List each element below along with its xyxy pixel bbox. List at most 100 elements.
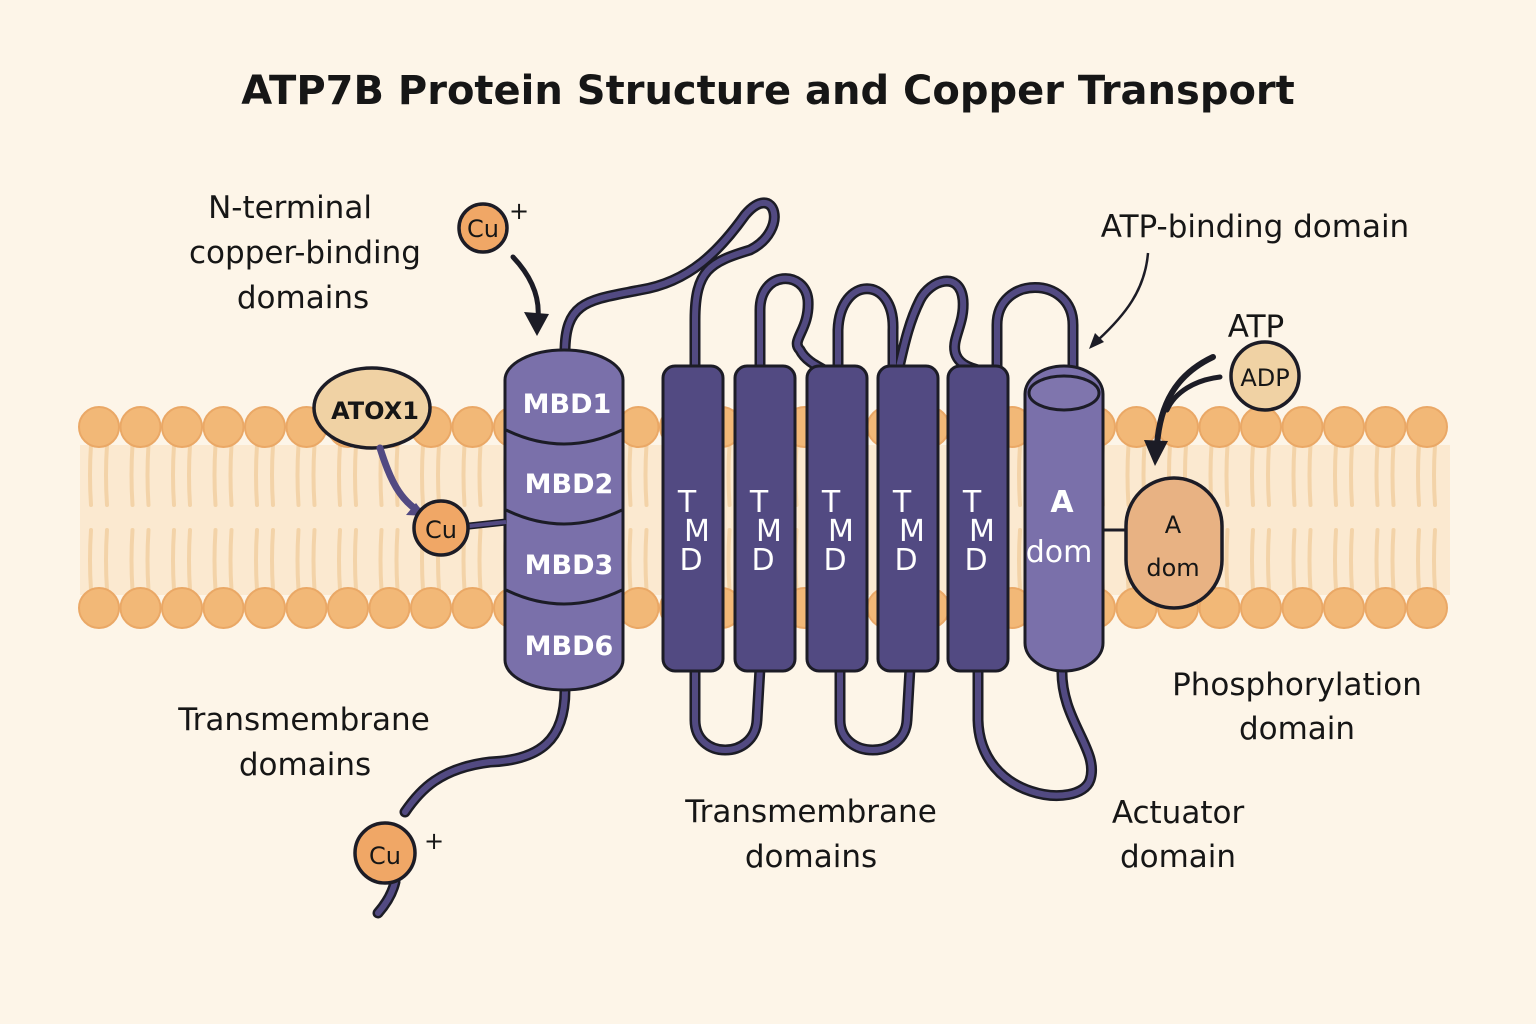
lipid-head	[451, 587, 494, 629]
lipid-tail	[187, 528, 192, 592]
tmd-body	[876, 364, 940, 673]
lipid-tail	[212, 443, 218, 507]
copper-ion-top: Cu +	[457, 197, 529, 254]
lipid-tail	[187, 443, 192, 507]
tmd-helix: TMD	[946, 364, 1010, 673]
lipid-head	[1364, 406, 1407, 448]
a-domain-blob: A dom	[1124, 476, 1224, 610]
tmd-letter: D	[679, 543, 702, 578]
a-domain-letter: A	[1050, 485, 1074, 520]
lipid-head	[1364, 587, 1407, 629]
lipid-tail	[171, 443, 176, 507]
lipid-head	[1323, 587, 1365, 629]
mbd-divider	[505, 588, 623, 606]
mbd-label: MBD1	[523, 389, 612, 420]
lipid-tail	[1333, 443, 1338, 507]
lipid-head	[1198, 406, 1241, 448]
arrow-branch	[1164, 374, 1223, 413]
tmd-helix: TMD	[733, 364, 797, 673]
lipid-tail	[212, 528, 218, 592]
lipid-tail	[1333, 528, 1338, 592]
chain-fill	[375, 199, 1095, 916]
lipid-tail	[378, 528, 384, 592]
lipid-head	[410, 587, 452, 629]
label-transmembrane-bottom: Transmembrane domains	[684, 794, 937, 875]
copper-ion-middle: Cu	[412, 499, 470, 557]
tmd-letter: M	[969, 514, 995, 549]
lipid-head	[451, 406, 494, 448]
lipid-head	[202, 587, 245, 629]
lipid-head	[1240, 587, 1282, 629]
tmd-letter: T	[677, 485, 697, 520]
lipid-head	[244, 406, 286, 448]
lipid-tail	[726, 528, 732, 592]
lipid-tail	[254, 528, 259, 592]
copper-circle	[457, 202, 509, 254]
lipid-tail	[88, 528, 93, 592]
label-line: Transmembrane	[177, 702, 430, 738]
lipid-head	[285, 587, 328, 629]
label-line: Actuator	[1112, 795, 1245, 831]
lipid-tail	[145, 528, 151, 592]
tmd-letter: M	[899, 514, 925, 549]
mbd-label: MBD3	[525, 550, 614, 581]
label-line: Phosphorylation	[1172, 667, 1422, 703]
lipid-tail	[394, 528, 400, 592]
lipid-tail	[1416, 443, 1421, 507]
lipid-tail	[1224, 528, 1230, 592]
atp-label: ATP	[1228, 309, 1284, 345]
lipid-tail	[228, 528, 234, 592]
lipid-tail	[270, 528, 275, 592]
copper-charge: +	[509, 197, 529, 225]
copper-ion-bottom: Cu +	[353, 821, 444, 885]
tmd-letter: M	[756, 514, 782, 549]
adp-molecule: ADP	[1229, 340, 1301, 412]
copper-symbol: Cu	[467, 215, 499, 243]
tmd-body	[805, 364, 869, 673]
lipid-head	[244, 587, 286, 629]
adp-label: ADP	[1240, 364, 1289, 392]
copper-circle	[412, 499, 470, 557]
lipid-head	[1323, 406, 1365, 448]
lipid-tail	[311, 443, 317, 507]
lipid-tail	[129, 443, 135, 507]
label-line: domain	[1239, 711, 1355, 747]
lipid-tail	[1017, 528, 1022, 592]
lipid-tail	[643, 443, 649, 507]
lipid-tail	[1291, 528, 1297, 592]
lipid-tail	[627, 528, 633, 592]
a-domain-top	[1027, 374, 1101, 412]
lipid-head	[1406, 587, 1448, 629]
arrow-head	[1144, 440, 1168, 466]
lipid-head	[78, 587, 120, 629]
lipid-tail	[436, 443, 441, 507]
lipid-tail	[1307, 528, 1313, 592]
lipid-tail	[171, 528, 176, 592]
cu-to-mbd-arrow	[510, 254, 549, 336]
label-line: domains	[239, 747, 371, 783]
lipid-head	[1281, 587, 1324, 629]
tmd-letter: M	[684, 514, 710, 549]
copper-charge: +	[424, 827, 444, 855]
a-domain-word: dom	[1026, 535, 1093, 570]
lipid-tail	[461, 443, 467, 507]
lipid-tail	[295, 443, 301, 507]
lipid-head	[202, 406, 245, 448]
lipid-tail	[1432, 443, 1437, 507]
lipid-tail	[1017, 443, 1022, 507]
lipid-tail	[420, 443, 425, 507]
lipid-tail	[104, 443, 109, 507]
lipid-tail	[477, 443, 483, 507]
lipid-tail	[394, 443, 400, 507]
copper-symbol: Cu	[425, 516, 457, 544]
label-atp-binding-domain: ATP-binding domain	[1101, 209, 1409, 245]
lipid-head	[161, 587, 203, 629]
tmd-letter: T	[962, 485, 982, 520]
copper-circle	[353, 821, 417, 885]
lipid-tail	[337, 528, 342, 592]
lipid-head	[1406, 406, 1448, 448]
tmd-body	[946, 364, 1010, 673]
lipid-head	[119, 406, 162, 448]
atox1-shape	[312, 366, 432, 450]
